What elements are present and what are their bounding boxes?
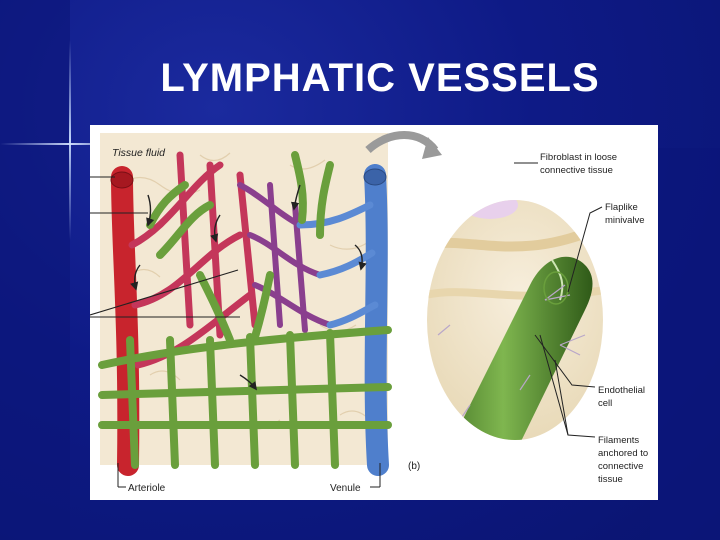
lymphatic-figure: Tissue fluid Arteriole Venule (b) Fibrob…	[89, 131, 648, 494]
arteriole-vessel	[111, 166, 140, 476]
venous-branches	[296, 201, 379, 329]
capillary-venous-side	[237, 182, 333, 333]
label-fibroblast-1: Fibroblast in loose	[540, 152, 617, 163]
label-filaments-4: tissue	[598, 474, 623, 485]
label-tissue-fluid: Tissue fluid	[112, 147, 166, 159]
lymphatic-capillaries	[98, 151, 392, 469]
leader-lines-left	[89, 176, 240, 318]
label-filaments-2: anchored to	[598, 448, 648, 459]
label-venule: Venule	[330, 483, 361, 494]
label-flaplike-1: Flaplike	[605, 202, 638, 213]
venule-opening	[363, 168, 387, 186]
star-flare-vertical	[69, 40, 71, 240]
panel-label: (b)	[408, 461, 420, 472]
right-dark-band	[650, 148, 720, 540]
zoom-arrow-head	[422, 137, 442, 159]
slide-title: LYMPHATIC VESSELS	[160, 56, 600, 100]
label-filaments-3: connective	[598, 461, 643, 472]
arteriole-opening	[110, 171, 134, 189]
label-filaments-1: Filaments	[598, 435, 639, 446]
figure-panel: Tissue fluid Arteriole Venule (b) Fibrob…	[89, 125, 658, 500]
star-flare-horizontal	[0, 143, 140, 145]
label-endothelial-1: Endothelial	[598, 385, 645, 396]
label-flaplike-2: minivalve	[605, 215, 645, 226]
label-endothelial-2: cell	[598, 398, 612, 409]
minivalve-highlight	[543, 271, 569, 305]
left-dark-band	[0, 0, 70, 540]
zoom-circle-content	[427, 200, 603, 440]
leader-lines-right	[514, 162, 603, 438]
lymphatic-vessel-zoom	[430, 256, 593, 440]
flow-arrows	[130, 184, 367, 391]
label-fibroblast-2: connective tissue	[540, 165, 613, 176]
label-arteriole: Arteriole	[128, 483, 166, 494]
